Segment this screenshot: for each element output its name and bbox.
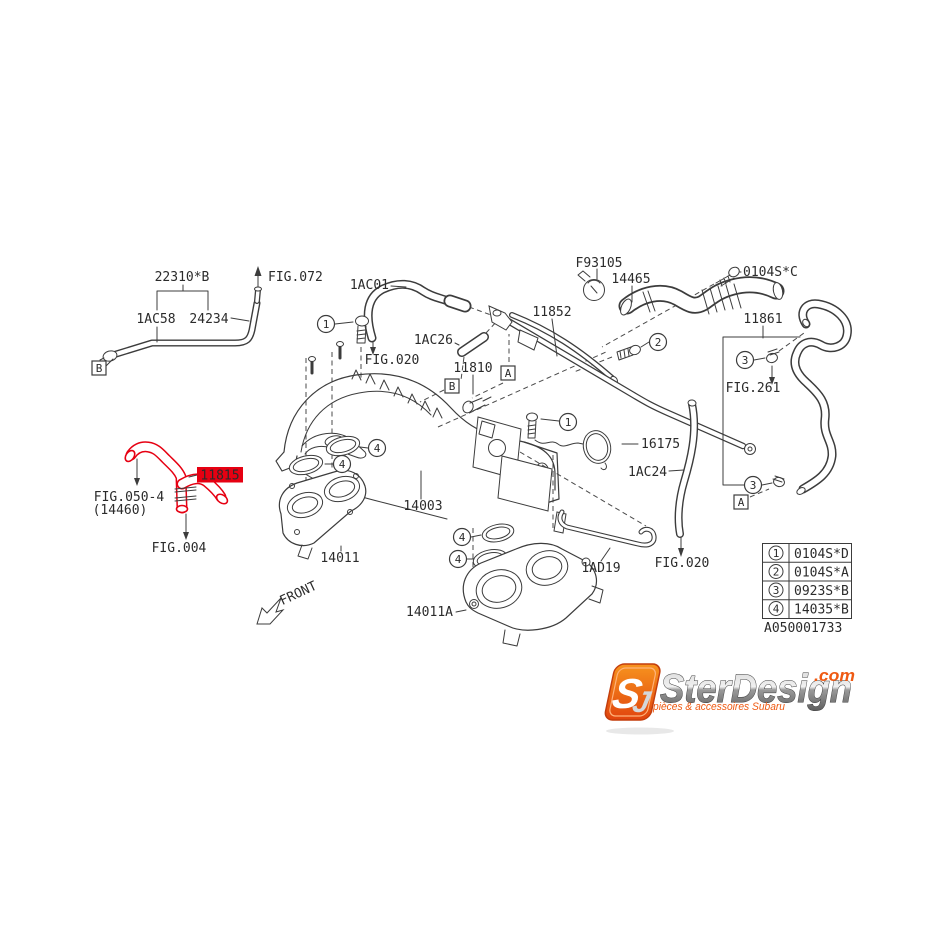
hose-1ac26 [454, 332, 489, 357]
logo-tagline: pièces & accessoires Subaru [652, 701, 785, 713]
label-11815-highlighted: 11815 [200, 469, 239, 484]
label-11810: 11810 [453, 361, 492, 376]
o-ring-4a [325, 435, 361, 457]
label-14011a: 14011A [406, 605, 453, 620]
label-1ac26: 1AC26 [414, 333, 453, 348]
label-11852: 11852 [532, 305, 571, 320]
label-0104sc: 0104S*C [743, 265, 798, 280]
legend-num-3: 3 [773, 584, 780, 597]
label-14003: 14003 [403, 499, 442, 514]
gasket-16175 [526, 412, 639, 471]
label-16175: 16175 [641, 437, 680, 452]
logo-tld: .com [814, 666, 855, 685]
label-front: FRONT [278, 579, 320, 609]
legend-code-1: 0104S*D [794, 547, 849, 562]
label-1ac58: 1AC58 [136, 312, 175, 327]
callout-4a: 4 [374, 442, 381, 455]
pipe-22310b [99, 266, 262, 367]
hose-1ac01 [363, 279, 472, 355]
clamp-f93105 [577, 268, 605, 301]
legend-code-3: 0923S*B [794, 584, 849, 599]
label-22310b: 22310*B [155, 270, 210, 285]
dashed-alignment-lines [305, 283, 805, 585]
ref-box-b1: B [96, 362, 103, 375]
tube-1ad19 [557, 509, 657, 562]
front-direction-arrow [256, 597, 285, 625]
label-fig020-left: FIG.020 [365, 353, 420, 368]
label-1ac24: 1AC24 [628, 465, 667, 480]
bolt-callout2 [616, 344, 641, 361]
legend-num-2: 2 [773, 566, 780, 579]
callout-4b: 4 [339, 458, 346, 471]
label-14460: (14460) [93, 503, 148, 518]
clamp-3b [761, 475, 785, 488]
label-24234: 24234 [189, 312, 228, 327]
callout-1a: 1 [323, 318, 330, 331]
hose-1ac24 [668, 399, 699, 557]
callout-1b: 1 [565, 416, 572, 429]
logo-name: SterDesign [660, 667, 852, 711]
label-1ac01: 1AC01 [350, 278, 389, 293]
highlight-label-box [197, 467, 243, 483]
ref-box-a2: A [738, 496, 745, 509]
throttle-body-14011a [455, 523, 604, 647]
label-14011: 14011 [320, 551, 359, 566]
hose-assembly-11861 [722, 299, 852, 495]
part-labels: 22310*B FIG.072 1AC58 24234 1AC01 FIG.02… [93, 256, 798, 620]
bolt-0104sc [715, 266, 742, 287]
label-fig072: FIG.072 [268, 270, 323, 285]
callout-3a: 3 [742, 354, 749, 367]
label-fig261: FIG.261 [726, 381, 781, 396]
legend-num-4: 4 [773, 603, 780, 616]
logo-shadow [606, 727, 674, 735]
label-fig020-right: FIG.020 [655, 556, 710, 571]
bolt-callout1b [526, 412, 584, 447]
callout-4d: 4 [455, 553, 462, 566]
clamp-3a [753, 348, 780, 385]
pipe-11852 [488, 305, 756, 455]
sterdesign-logo: S J SterDesign .com pièces & accessoires… [604, 663, 855, 735]
logo-emblem: S J [604, 663, 661, 721]
callout-3b: 3 [750, 479, 757, 492]
label-fig050: FIG.050-4 [94, 490, 165, 505]
bolt-callout1a [355, 315, 369, 344]
doc-number: A050001733 [764, 621, 842, 636]
sensor-11810 [462, 374, 492, 414]
view-ref-boxes: B A B A [91, 360, 749, 510]
label-14465: 14465 [611, 272, 650, 287]
hose-14465 [577, 266, 785, 316]
o-ring-4b [288, 454, 324, 476]
label-1ad19: 1AD19 [581, 561, 620, 576]
legend-num-1: 1 [773, 547, 780, 560]
label-fig004: FIG.004 [152, 541, 207, 556]
ref-box-b2: B [449, 380, 456, 393]
throttle-body-14011 [278, 435, 369, 560]
callout-circles: 1 1 2 3 3 4 4 4 4 [316, 314, 763, 569]
label-f93105: F93105 [576, 256, 623, 271]
o-ring-4c [481, 523, 515, 543]
legend-code-4: 14035*B [794, 603, 849, 618]
legend-table: 1 2 3 4 0104S*D 0104S*A 0923S*B 14035*B … [762, 543, 852, 636]
label-11861: 11861 [743, 312, 782, 327]
callout-2: 2 [655, 336, 662, 349]
highlighted-hose-11815 [124, 441, 243, 540]
callout-4c: 4 [459, 531, 466, 544]
legend-code-2: 0104S*A [794, 566, 849, 581]
ref-box-a1: A [505, 367, 512, 380]
